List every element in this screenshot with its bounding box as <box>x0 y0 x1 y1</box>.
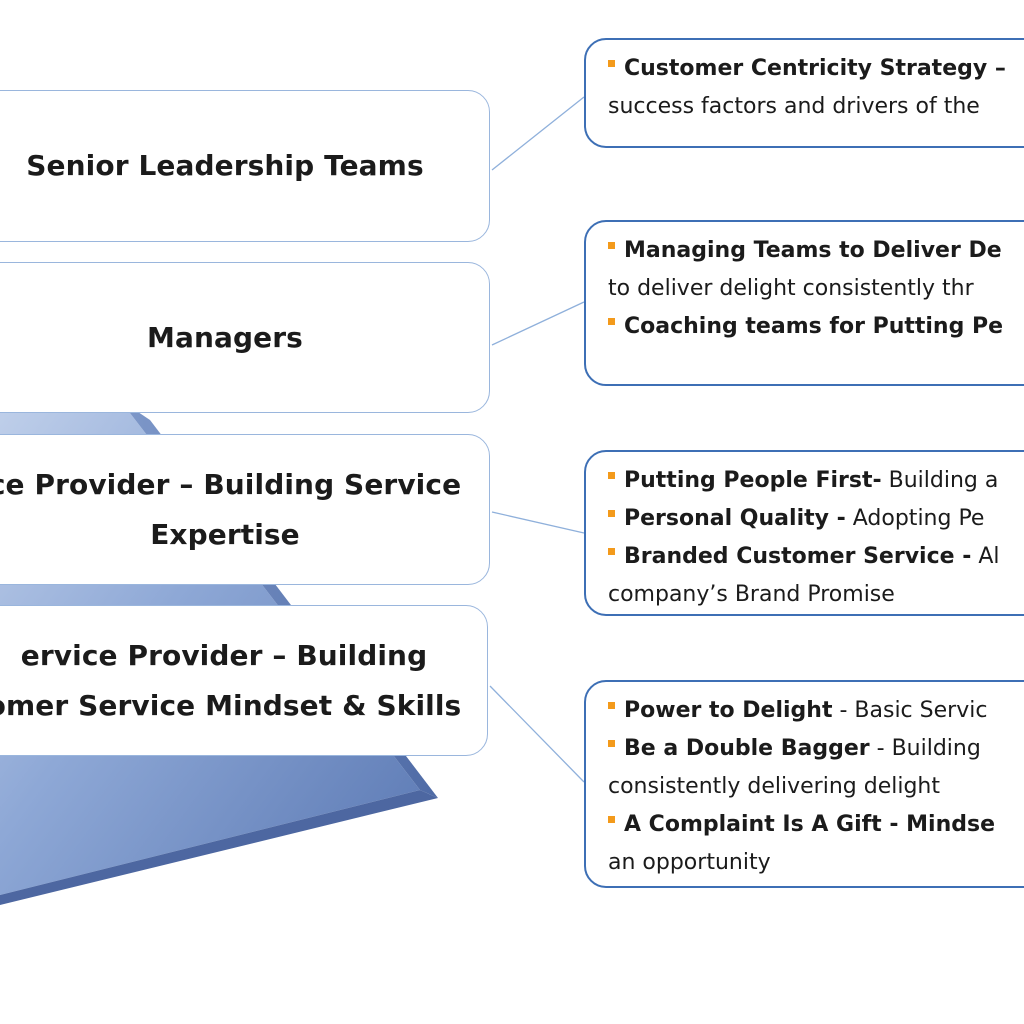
bullet-square-icon <box>608 60 615 67</box>
bullet-square-icon <box>608 242 615 249</box>
bullet-title: Putting People First- <box>624 468 882 493</box>
connector-2 <box>491 301 585 346</box>
bullet-square-icon <box>608 548 615 555</box>
bullet-text: - Basic Servic <box>832 698 988 723</box>
bullet-line: A Complaint Is A Gift - Mindse <box>608 806 1024 844</box>
bullet-text: Al <box>971 544 1000 569</box>
bullet-text: to deliver delight consistently thr <box>608 276 974 301</box>
bullet-title: Coaching teams for Putting Pe <box>624 314 1004 339</box>
bullet-square-icon <box>608 472 615 479</box>
bullet-text: Building a <box>881 468 999 493</box>
tier-label: Senior Leadership Teams <box>26 149 424 182</box>
tier-label-block: ervice Provider – Building omer Service … <box>0 631 461 731</box>
tier-label: ervice Provider – Building <box>20 638 428 672</box>
tier-label: Managers <box>147 320 303 354</box>
tier-managers: Managers <box>0 262 490 413</box>
callout-service-mindset: Power to Delight - Basic Servic Be a Dou… <box>584 680 1024 888</box>
connector-3 <box>491 511 585 534</box>
callout-managers: Managing Teams to Deliver De to deliver … <box>584 220 1024 386</box>
tier-label-block: ce Provider – Building Service Expertise <box>0 460 461 560</box>
bullet-text: success factors and drivers of the <box>608 94 980 119</box>
bullet-line: to deliver delight consistently thr <box>608 270 1024 308</box>
bullet-line: Putting People First- Building a <box>608 462 1024 500</box>
bullet-square-icon <box>608 702 615 709</box>
pyramid-base <box>0 790 438 905</box>
tier-service-provider-expertise: ce Provider – Building Service Expertise <box>0 434 490 585</box>
bullet-line: Branded Customer Service - Al <box>608 538 1024 576</box>
bullet-square-icon <box>608 318 615 325</box>
bullet-line: Be a Double Bagger - Building <box>608 730 1024 768</box>
bullet-square-icon <box>608 510 615 517</box>
bullet-title: Customer Centricity Strategy – <box>624 56 1006 81</box>
bullet-square-icon <box>608 816 615 823</box>
tier-label: Expertise <box>150 517 300 551</box>
bullet-text: - Building <box>869 736 981 761</box>
bullet-text: company’s Brand Promise <box>608 582 895 607</box>
tier-senior-leadership: Senior Leadership Teams <box>0 90 490 242</box>
bullet-title: Power to Delight <box>624 698 833 723</box>
bullet-text: consistently delivering delight <box>608 774 940 799</box>
connector-4 <box>489 685 585 783</box>
bullet-line: Managing Teams to Deliver De <box>608 232 1024 270</box>
connector-1 <box>491 96 585 171</box>
bullet-line: Customer Centricity Strategy – <box>608 50 1024 88</box>
bullet-square-icon <box>608 740 615 747</box>
bullet-line: consistently delivering delight <box>608 768 1024 806</box>
bullet-title: A Complaint Is A Gift - Mindse <box>624 812 996 837</box>
bullet-line: Coaching teams for Putting Pe <box>608 308 1024 346</box>
tier-label: ce Provider – Building Service <box>0 467 462 501</box>
callout-senior-leadership: Customer Centricity Strategy – success f… <box>584 38 1024 148</box>
bullet-text: Adopting Pe <box>845 506 985 531</box>
tier-label-block: Managers <box>147 313 303 363</box>
tier-label-block: Senior Leadership Teams <box>26 141 423 191</box>
bullet-line: Personal Quality - Adopting Pe <box>608 500 1024 538</box>
bullet-line: success factors and drivers of the <box>608 88 1024 126</box>
bullet-line: Power to Delight - Basic Servic <box>608 692 1024 730</box>
callout-service-expertise: Putting People First- Building a Persona… <box>584 450 1024 616</box>
tier-service-provider-mindset: ervice Provider – Building omer Service … <box>0 605 488 756</box>
bullet-text: an opportunity <box>608 850 771 875</box>
tier-label: omer Service Mindset & Skills <box>0 688 462 722</box>
bullet-title: Personal Quality - <box>624 506 846 531</box>
bullet-title: Branded Customer Service - <box>624 544 972 569</box>
bullet-line: an opportunity <box>608 844 1024 882</box>
bullet-line: company’s Brand Promise <box>608 576 1024 614</box>
bullet-title: Managing Teams to Deliver De <box>624 238 1002 263</box>
bullet-title: Be a Double Bagger <box>624 736 870 761</box>
